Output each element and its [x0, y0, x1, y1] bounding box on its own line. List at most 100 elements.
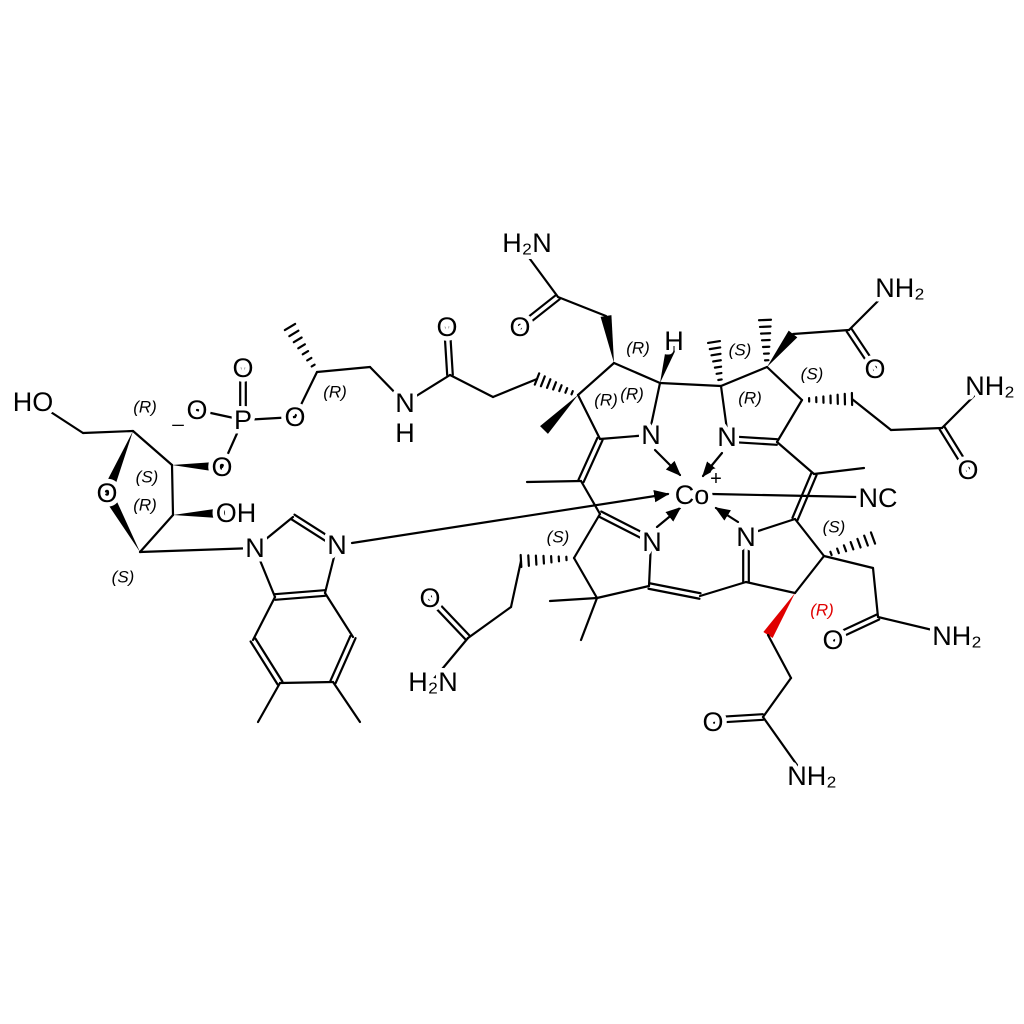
atom-label-phosphorus: P	[234, 405, 252, 435]
atom-label-nh2: NH₂	[965, 371, 1014, 401]
single-bond	[278, 680, 335, 685]
single-bond	[572, 512, 602, 560]
hashed-bond	[283, 322, 297, 332]
hashed-bond	[710, 352, 722, 357]
atom-label-n: N	[327, 530, 347, 560]
hashed-bond	[539, 375, 546, 388]
atom-label-o: O	[186, 395, 207, 425]
atom-label-o: O	[436, 312, 457, 342]
stereo-label: (S)	[801, 365, 824, 384]
single-bond	[509, 559, 523, 609]
atom-label-n: N	[245, 533, 265, 563]
double-bond	[796, 473, 818, 522]
double-bond	[833, 618, 881, 642]
hashed-bond	[863, 534, 869, 547]
single-bond	[323, 591, 355, 639]
hashed-bond	[829, 550, 833, 557]
stereo-label-highlighted: (R)	[810, 601, 834, 620]
double-bond	[647, 587, 701, 600]
single-bond	[253, 546, 277, 599]
stereo-descriptors: (R) (R) (S) (R) (S) (R) (R) (R) (S) (R) …	[110, 337, 847, 621]
double-bond	[712, 713, 764, 719]
coordination-arrow	[655, 506, 682, 529]
single-bond	[331, 680, 362, 724]
atom-label-nh2: H₂N	[502, 228, 551, 258]
single-bond	[647, 381, 662, 437]
double-bond	[713, 718, 765, 724]
single-bond	[256, 681, 282, 724]
bonds-layer	[38, 253, 982, 774]
hashed-bond	[706, 339, 722, 345]
single-bond	[876, 615, 947, 635]
single-bond	[812, 466, 866, 476]
atom-label-o: O	[864, 354, 885, 384]
single-bond	[491, 377, 539, 399]
single-bond	[431, 636, 470, 682]
double-bond	[517, 293, 558, 326]
hashed-bond	[310, 363, 316, 368]
single-bond	[698, 580, 748, 598]
atom-label-n: N	[641, 420, 661, 450]
double-bond	[582, 439, 604, 484]
atom-label-o: O	[822, 625, 843, 655]
single-bond	[525, 253, 560, 299]
stereo-label: (R)	[626, 339, 650, 358]
single-bond	[940, 388, 982, 430]
hashed-bond	[564, 387, 569, 394]
wedge-bond	[600, 315, 614, 363]
single-bond	[612, 361, 662, 385]
atom-label-n: N	[395, 388, 415, 418]
single-bond	[572, 556, 599, 600]
atom-label-n: N	[642, 527, 662, 557]
double-bond	[273, 589, 326, 596]
single-bond	[822, 554, 875, 570]
hashed-bond	[301, 349, 310, 356]
single-bond	[131, 429, 174, 467]
single-bond	[775, 398, 804, 444]
single-bond	[710, 492, 860, 499]
double-bond	[448, 325, 454, 376]
single-bond	[765, 365, 804, 402]
hashed-bond	[570, 390, 574, 396]
atom-label-n: N	[736, 522, 756, 552]
wedge-bond	[540, 395, 578, 434]
single-bond	[719, 384, 730, 439]
hashed-bond	[558, 384, 563, 393]
wedge-bond	[173, 507, 226, 519]
atom-label-o: O	[702, 707, 723, 737]
minus-sign: _	[171, 405, 184, 427]
single-bond	[525, 479, 583, 484]
single-bond	[761, 676, 793, 719]
atom-label-o: O	[232, 353, 253, 383]
coordination-arrow	[714, 506, 740, 524]
double-bond	[845, 330, 874, 372]
double-bond	[249, 640, 279, 686]
atom-label-o: O	[284, 402, 305, 432]
hashed-bond	[849, 540, 855, 551]
single-bond	[719, 365, 769, 388]
atom-label-o: O	[211, 452, 232, 482]
coordination-arrow	[653, 448, 682, 477]
double-bond	[520, 298, 561, 331]
single-bond	[323, 543, 339, 595]
atom-labels: H₂N O H N N NH₂ O NH₂ O Co + NC N N O NH…	[8, 224, 1019, 796]
single-bond	[871, 566, 880, 619]
single-bond	[315, 365, 372, 374]
hashed-bond	[527, 554, 530, 567]
wedge-bond-highlighted	[763, 593, 795, 638]
stereo-label: (S)	[823, 518, 846, 537]
single-bond	[195, 408, 245, 422]
hashed-bond	[306, 356, 313, 362]
atom-label-nh2: NH₂	[787, 761, 836, 791]
atom-label-o: O	[96, 478, 117, 508]
double-bond	[293, 513, 340, 544]
hashed-bond	[717, 378, 723, 382]
atom-label-n: N	[717, 422, 737, 452]
double-bond	[648, 582, 702, 595]
atom-label-o: O	[419, 583, 440, 613]
single-bond	[791, 328, 851, 336]
hashed-bond	[842, 544, 848, 553]
double-bond	[943, 425, 972, 470]
hashed-bond	[836, 547, 840, 555]
double-bond	[597, 515, 651, 544]
